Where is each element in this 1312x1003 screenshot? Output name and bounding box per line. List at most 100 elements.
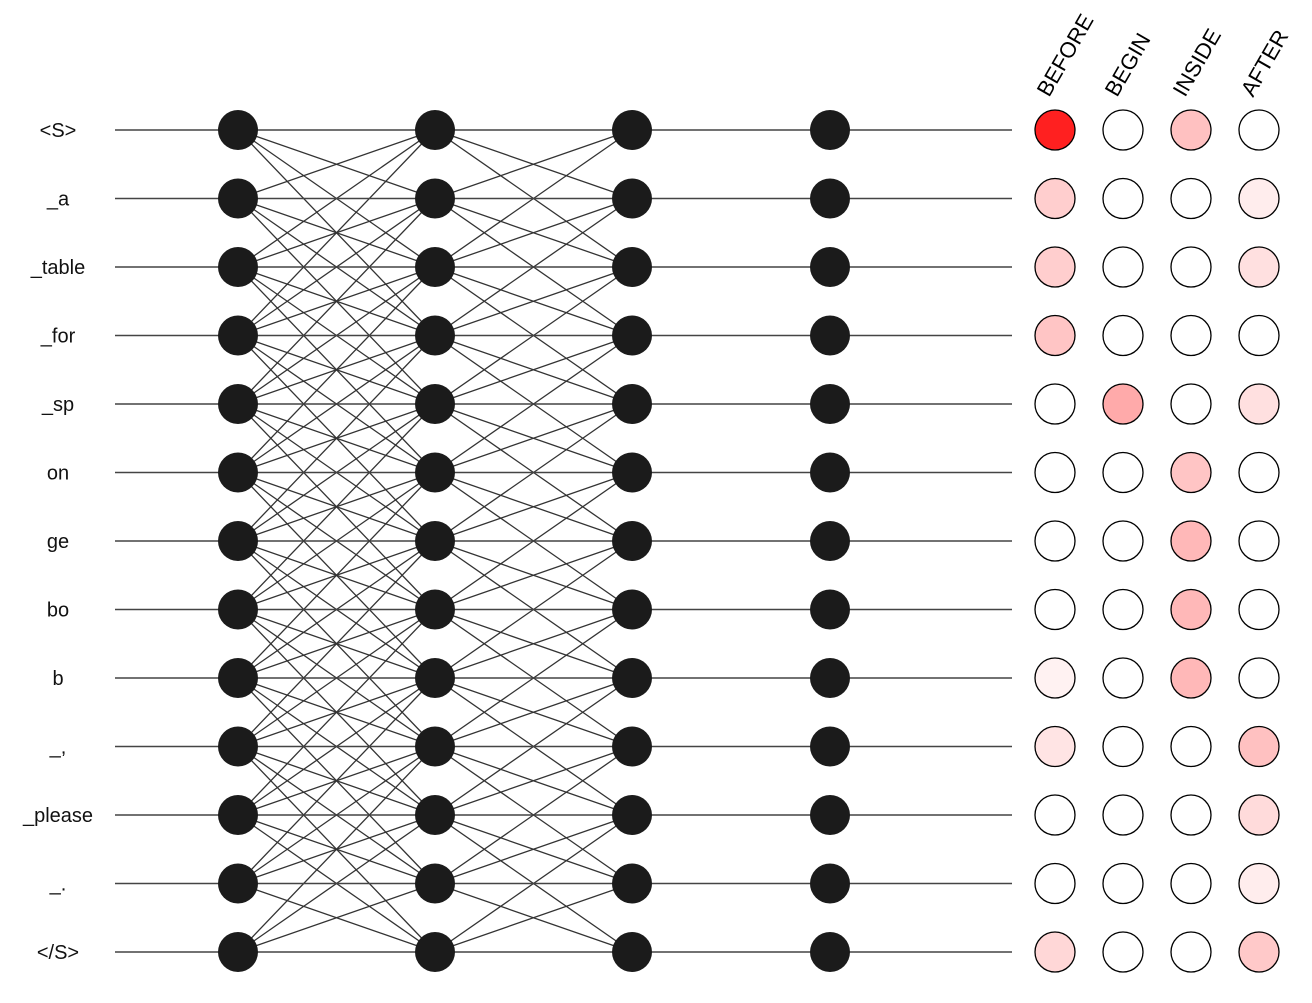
edge-l0-11-8 (237, 677, 436, 884)
edge-l0-7-4 (237, 403, 436, 610)
token-label: bo (47, 600, 69, 622)
score-after-row9 (1238, 725, 1280, 768)
node-layer2-row8 (415, 658, 455, 698)
score-after-row8 (1238, 657, 1280, 699)
node-layer3-row2 (612, 247, 652, 287)
score-begin-row4 (1102, 383, 1144, 425)
token-label: _sp (41, 394, 74, 416)
score-begin-row2 (1102, 246, 1144, 288)
node-layer1-row9 (218, 726, 258, 767)
score-inside-row5 (1170, 451, 1212, 494)
node-layer2-row5 (415, 452, 455, 493)
node-layer4-row0 (810, 110, 850, 150)
node-layer3-row9 (612, 726, 652, 767)
node-layer3-row7 (612, 589, 652, 630)
edge-l0-3-0 (237, 129, 436, 336)
node-layer2-row1 (415, 178, 455, 219)
score-after-row3 (1238, 314, 1280, 357)
score-inside-row6 (1170, 520, 1212, 562)
node-layer4-row9 (810, 726, 850, 767)
score-before-row5 (1034, 451, 1076, 494)
score-before-row9 (1034, 725, 1076, 768)
score-before-row10 (1034, 794, 1076, 836)
token-label: on (47, 463, 69, 485)
score-inside-row10 (1170, 794, 1212, 836)
score-inside-row1 (1170, 177, 1212, 220)
edge-l0-8-5 (237, 472, 436, 679)
node-layer4-row4 (810, 384, 850, 424)
node-layer3-row4 (612, 384, 652, 424)
node-layer4-row5 (810, 452, 850, 493)
score-before-row6 (1034, 520, 1076, 562)
node-layer1-row0 (218, 110, 258, 150)
score-before-row11 (1034, 862, 1076, 905)
score-begin-row7 (1102, 588, 1144, 631)
score-before-row4 (1034, 383, 1076, 425)
node-layer2-row7 (415, 589, 455, 630)
score-after-row11 (1238, 862, 1280, 905)
score-before-row8 (1034, 657, 1076, 699)
node-layer3-row1 (612, 178, 652, 219)
token-label: _please (22, 805, 93, 827)
edge-l1-12-11 (434, 882, 633, 953)
score-begin-row0 (1102, 109, 1144, 151)
token-label: _, (49, 737, 67, 759)
node-layer2-row2 (415, 247, 455, 287)
network-nodes (218, 110, 850, 972)
tag-score-grid (1034, 109, 1280, 973)
score-after-row12 (1238, 931, 1280, 973)
score-inside-row9 (1170, 725, 1212, 768)
score-before-row12 (1034, 931, 1076, 973)
node-layer4-row6 (810, 521, 850, 561)
tag-header-before: BEFORE (1032, 10, 1099, 101)
node-layer1-row3 (218, 315, 258, 356)
score-begin-row9 (1102, 725, 1144, 768)
node-layer1-row10 (218, 795, 258, 835)
score-inside-row4 (1170, 383, 1212, 425)
token-row-lines (115, 129, 1012, 953)
score-inside-row3 (1170, 314, 1212, 357)
edge-l0-9-6 (237, 540, 436, 747)
score-after-row10 (1238, 794, 1280, 836)
node-layer1-row7 (218, 589, 258, 630)
node-layer3-row12 (612, 932, 652, 972)
edge-l1-4-3 (434, 334, 633, 405)
score-after-row0 (1238, 109, 1280, 151)
score-before-row3 (1034, 314, 1076, 357)
edge-l1-9-8 (434, 677, 633, 748)
node-layer1-row12 (218, 932, 258, 972)
score-before-row7 (1034, 588, 1076, 631)
score-begin-row5 (1102, 451, 1144, 494)
node-layer4-row7 (810, 589, 850, 630)
node-layer1-row11 (218, 863, 258, 904)
node-layer3-row6 (612, 521, 652, 561)
score-begin-row6 (1102, 520, 1144, 562)
token-label: _for (40, 326, 76, 348)
node-layer4-row12 (810, 932, 850, 972)
edge-l1-5-4 (434, 403, 633, 474)
node-layer2-row10 (415, 795, 455, 835)
score-begin-row3 (1102, 314, 1144, 357)
edge-l1-7-6 (434, 540, 633, 611)
edge-l1-8-7 (434, 608, 633, 679)
score-after-row4 (1238, 383, 1280, 425)
node-layer3-row3 (612, 315, 652, 356)
node-layer1-row1 (218, 178, 258, 219)
node-layer3-row8 (612, 658, 652, 698)
token-label: _. (49, 874, 67, 896)
node-layer3-row10 (612, 795, 652, 835)
score-after-row5 (1238, 451, 1280, 494)
edge-l0-6-3 (237, 335, 436, 542)
node-layer4-row8 (810, 658, 850, 698)
score-inside-row0 (1170, 109, 1212, 151)
score-after-row7 (1238, 588, 1280, 631)
tag-header-inside: INSIDE (1168, 24, 1226, 100)
score-before-row1 (1034, 177, 1076, 220)
node-layer1-row2 (218, 247, 258, 287)
node-layer2-row0 (415, 110, 455, 150)
token-label: b (52, 668, 63, 690)
score-begin-row8 (1102, 657, 1144, 699)
